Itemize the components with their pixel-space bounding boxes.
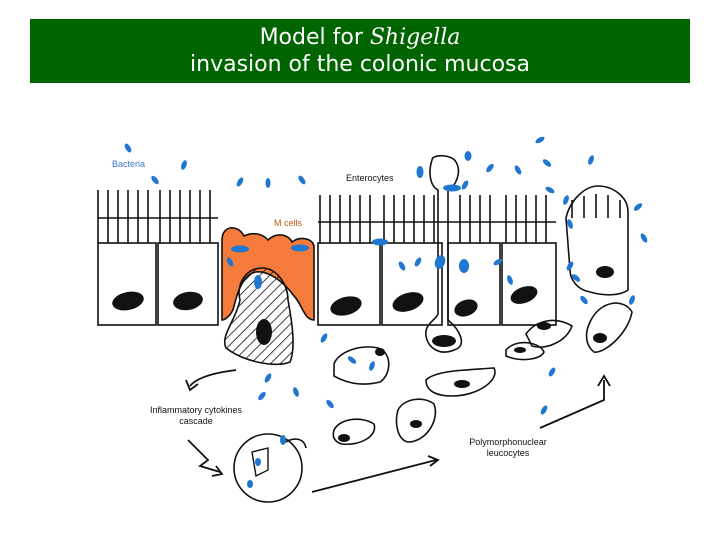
hatched-cell	[223, 267, 294, 366]
title-banner: Model for Shigella invasion of the colon…	[30, 19, 690, 83]
cytokines-label-line-2: cascade	[179, 416, 213, 426]
nuclei	[112, 266, 614, 317]
enterocytes-label: Enterocytes	[346, 173, 394, 183]
lamina-propria-cells	[332, 302, 633, 446]
bacteria-label: Bacteria	[112, 159, 146, 169]
migrating-cell	[425, 154, 463, 353]
pmn-label-line-2: leucocytes	[486, 448, 530, 458]
bacteria-cluster	[124, 136, 648, 488]
enterocyte-cell-4	[381, 242, 443, 326]
cytokines-label: Inflammatory cytokines cascade	[140, 405, 252, 427]
enterocyte-cell-2	[157, 242, 219, 326]
enterocyte-cell-1	[97, 242, 157, 326]
pmn-label: Polymorphonuclear leucocytes	[458, 437, 558, 459]
enterocyte-cell-3	[317, 242, 381, 326]
pathway-arrows	[185, 369, 611, 493]
cytokines-label-line-1: Inflammatory cytokines	[149, 405, 243, 415]
epithelial-layer	[97, 242, 557, 326]
title-organism: Shigella	[369, 25, 461, 50]
m-cells-label: M cells	[274, 218, 303, 228]
title-line-2: invasion of the colonic mucosa	[190, 52, 530, 77]
title-prefix: Model for	[259, 25, 363, 50]
infected-macrophage	[233, 433, 303, 503]
microvilli	[97, 190, 547, 243]
title-line-1: Model for Shigella	[30, 24, 690, 51]
pmn-label-line-1: Polymorphonuclear	[469, 437, 547, 447]
enterocyte-cell-6	[501, 242, 557, 326]
